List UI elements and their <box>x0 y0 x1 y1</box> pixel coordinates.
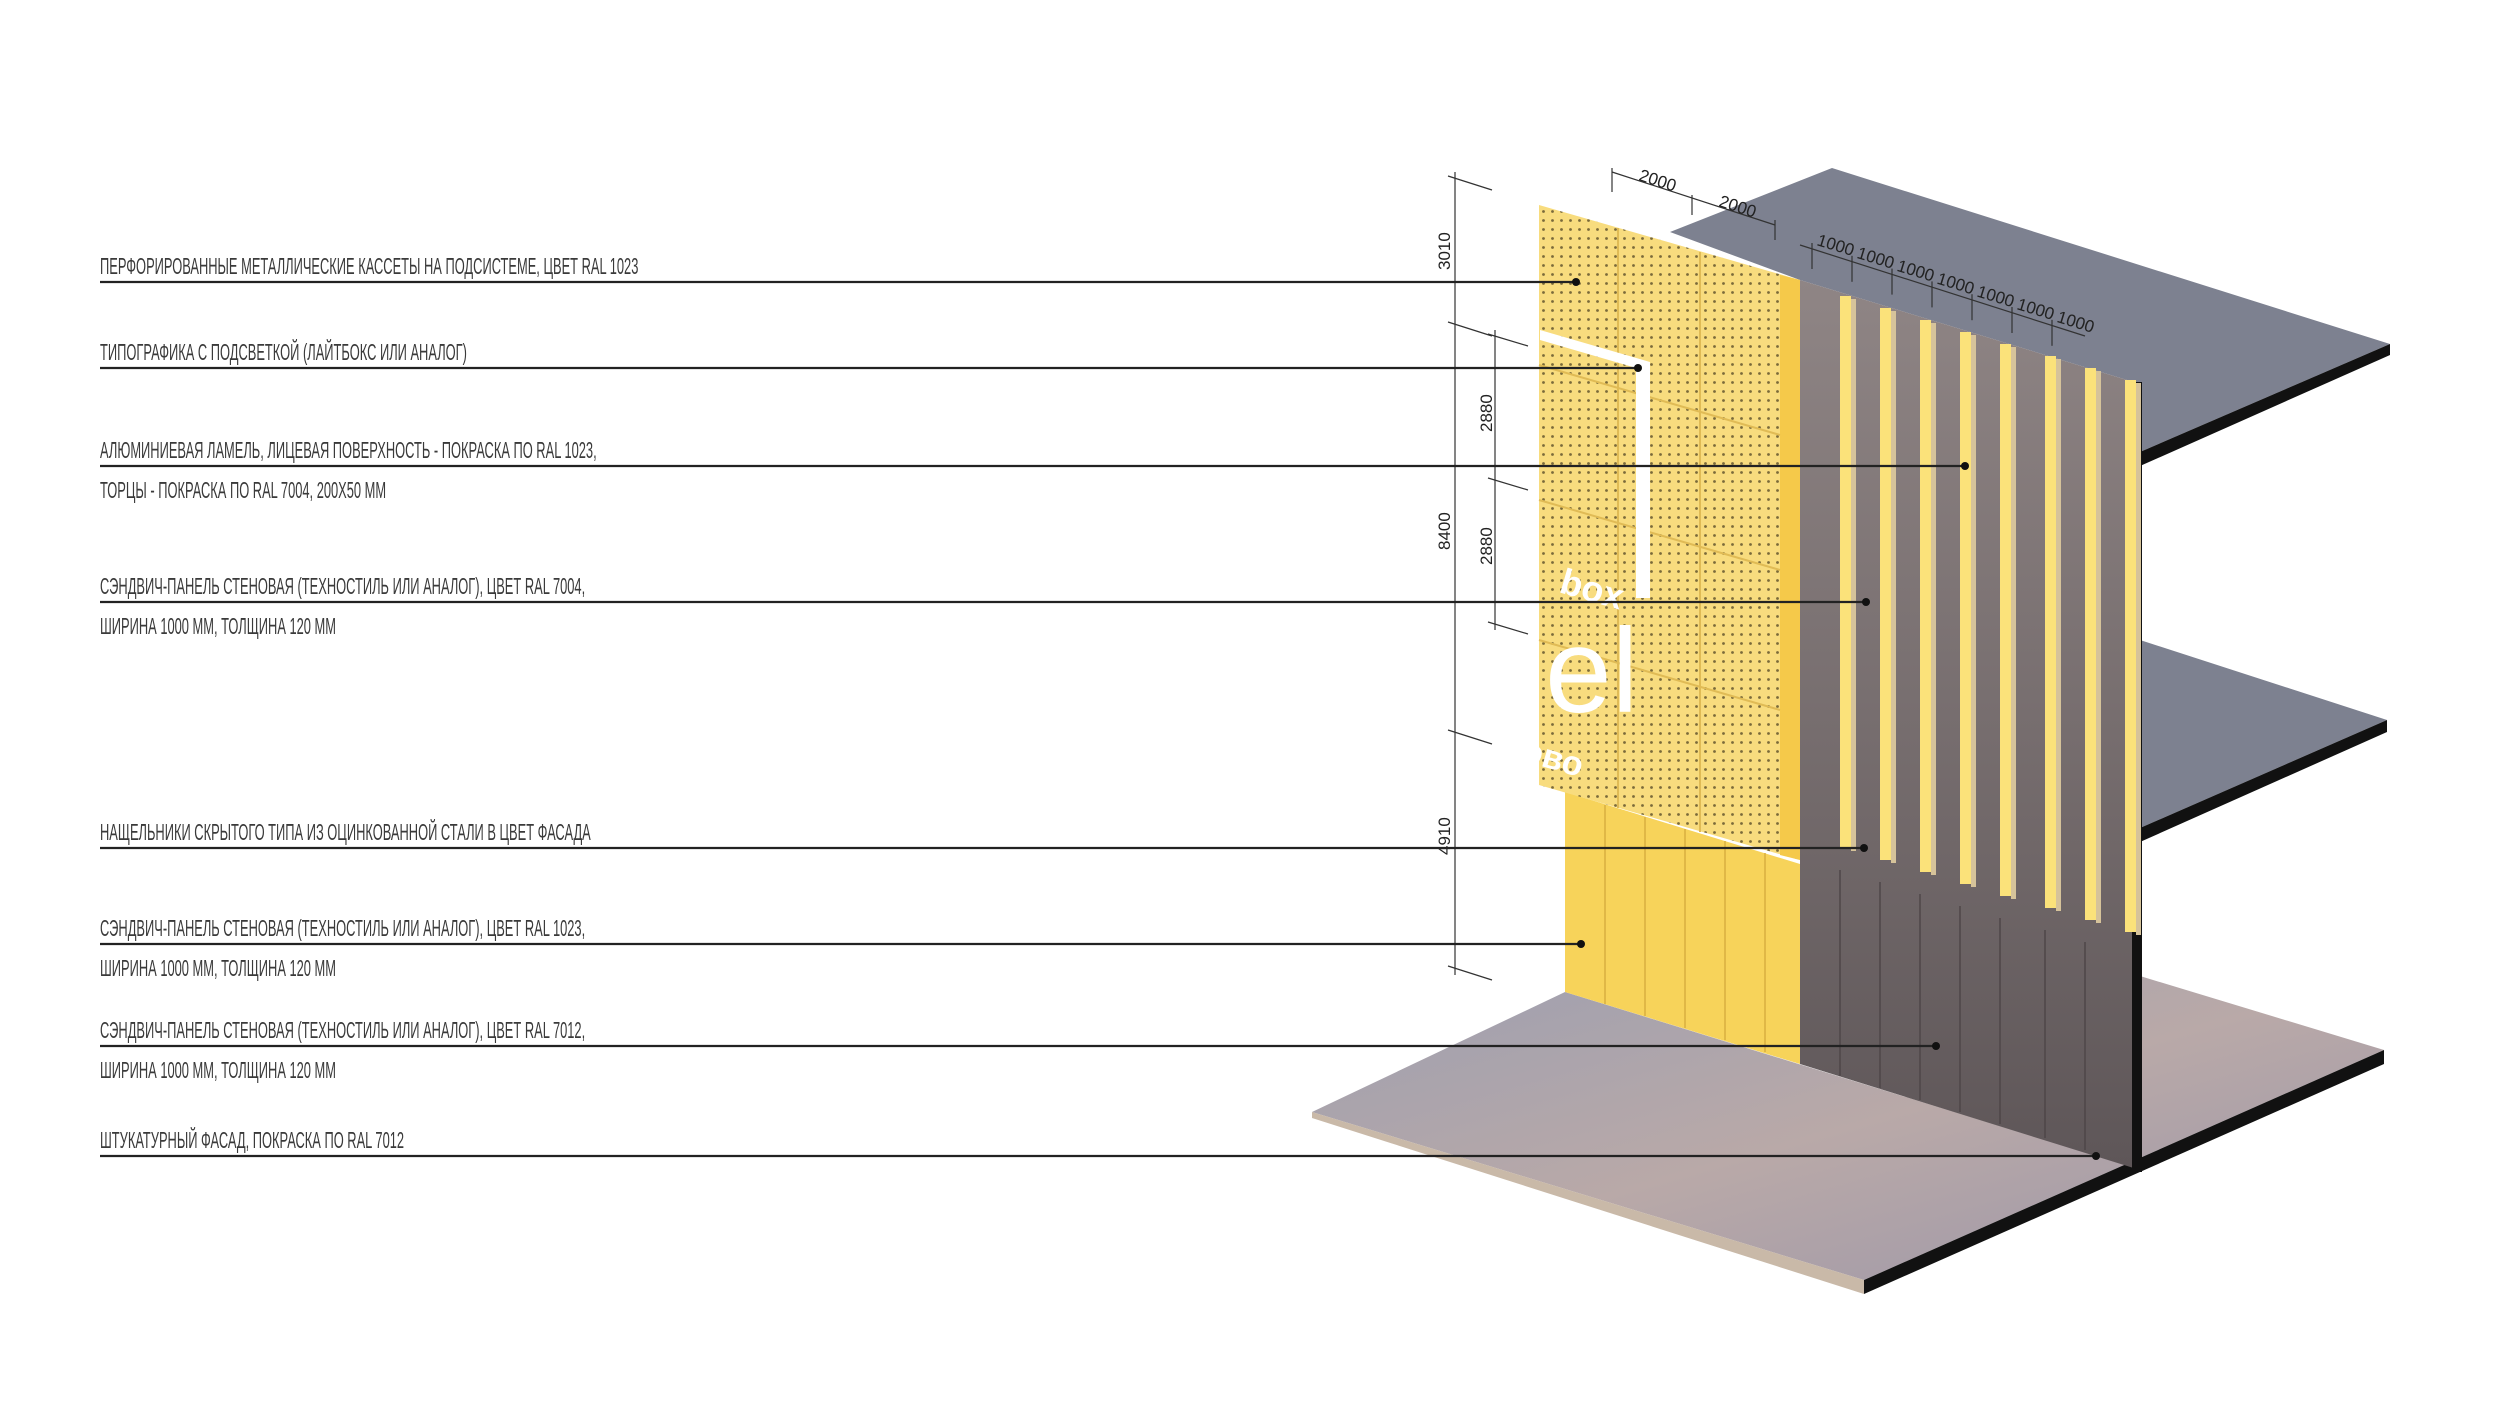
cassette-side <box>1780 275 1800 860</box>
dim-3010: 3010 <box>1435 232 1454 270</box>
label-2-line-1: ТИПОГРАФИКА С ПОДСВЕТКОЙ (ЛАЙТБОКС ИЛИ А… <box>100 339 467 365</box>
lightbox-vertical-bar <box>1636 368 1650 598</box>
leader-dot <box>1634 364 1642 372</box>
lamella <box>2125 380 2136 932</box>
floor-front-edge <box>1312 1112 1864 1294</box>
leader-dot <box>1577 940 1585 948</box>
leader-dot <box>1961 462 1969 470</box>
label-6-line-2: ШИРИНА 1000 ММ, ТОЛЩИНА 120 ММ <box>100 955 336 981</box>
floor-slab-edge <box>1864 1050 2384 1294</box>
leader-dot <box>1860 844 1868 852</box>
lightbox-typography: box el ово <box>1518 330 1650 785</box>
leader-dot <box>1862 598 1870 606</box>
lamella <box>2000 344 2011 896</box>
label-7-line-2: ШИРИНА 1000 ММ, ТОЛЩИНА 120 ММ <box>100 1057 336 1083</box>
dim-2880-lower: 2880 <box>1477 527 1496 565</box>
leader-dot <box>1572 278 1580 286</box>
dim-2000-a: 2000 <box>1637 166 1679 196</box>
wall-panel-joints <box>1839 870 2086 1150</box>
lamella-edge <box>2011 347 2016 899</box>
leader-dot <box>1932 1042 1940 1050</box>
vertical-dimensions: 3010 8400 4910 2880 2880 <box>1435 172 1529 981</box>
label-8-line-1: ШТУКАТУРНЫЙ ФАСАД, ПОКРАСКА ПО RAL 7012 <box>100 1127 404 1153</box>
label-6-line-1: СЭНДВИЧ-ПАНЕЛЬ СТЕНОВАЯ (ТЕХНОСТИЛЬ ИЛИ … <box>100 915 585 941</box>
label-5-line-1: НАЩЕЛЬНИКИ СКРЫТОГО ТИПА ИЗ ОЦИНКОВАННОЙ… <box>100 819 591 845</box>
aluminium-lamellas <box>1840 296 2141 935</box>
lamella <box>1880 308 1891 860</box>
lamella <box>1920 320 1931 872</box>
lamella-edge <box>1971 335 1976 887</box>
lamella <box>1960 332 1971 884</box>
lamella-edge <box>2096 371 2101 923</box>
yellow-sandwich-panel <box>1565 792 1800 1064</box>
lamella <box>1840 296 1851 848</box>
yellow-panel-joints <box>1604 805 1766 1052</box>
lightbox-bar <box>1540 330 1650 372</box>
dim-4910: 4910 <box>1435 817 1454 855</box>
cassette-joints <box>1538 228 1781 832</box>
label-4-line-1: СЭНДВИЧ-ПАНЕЛЬ СТЕНОВАЯ (ТЕХНОСТИЛЬ ИЛИ … <box>100 573 585 599</box>
lamella-edge <box>2136 383 2141 935</box>
leader-lines: ПЕРФОРИРОВАННЫЕ МЕТАЛЛИЧЕСКИЕ КАССЕТЫ НА… <box>100 253 2100 1160</box>
middle-slab <box>2140 640 2387 828</box>
label-4-line-2: ШИРИНА 1000 ММ, ТОЛЩИНА 120 ММ <box>100 613 336 639</box>
dim-8400: 8400 <box>1435 512 1454 550</box>
top-slab <box>1670 168 2390 452</box>
dim-2880-upper: 2880 <box>1477 394 1496 432</box>
lamella <box>2085 368 2096 920</box>
signage-el: el <box>1545 604 1638 738</box>
floor-slab <box>1312 976 2384 1280</box>
label-7-line-1: СЭНДВИЧ-ПАНЕЛЬ СТЕНОВАЯ (ТЕХНОСТИЛЬ ИЛИ … <box>100 1017 585 1043</box>
lamella-edge <box>1931 323 1936 875</box>
lamella <box>2045 356 2056 908</box>
middle-slab-edge <box>2140 720 2387 842</box>
label-1-line-1: ПЕРФОРИРОВАННЫЕ МЕТАЛЛИЧЕСКИЕ КАССЕТЫ НА… <box>100 253 638 279</box>
leader-dot <box>2092 1152 2100 1160</box>
label-3-line-2: ТОРЦЫ - ПОКРАСКА ПО RAL 7004, 200Х50 ММ <box>100 477 386 503</box>
lamella-edge <box>1891 311 1896 863</box>
top-slab-edge <box>2140 344 2390 466</box>
lamella-edge <box>1851 299 1856 851</box>
label-3-line-1: АЛЮМИНИЕВАЯ ЛАМЕЛЬ, ЛИЦЕВАЯ ПОВЕРХНОСТЬ … <box>100 437 597 463</box>
lamella-edge <box>2056 359 2061 911</box>
